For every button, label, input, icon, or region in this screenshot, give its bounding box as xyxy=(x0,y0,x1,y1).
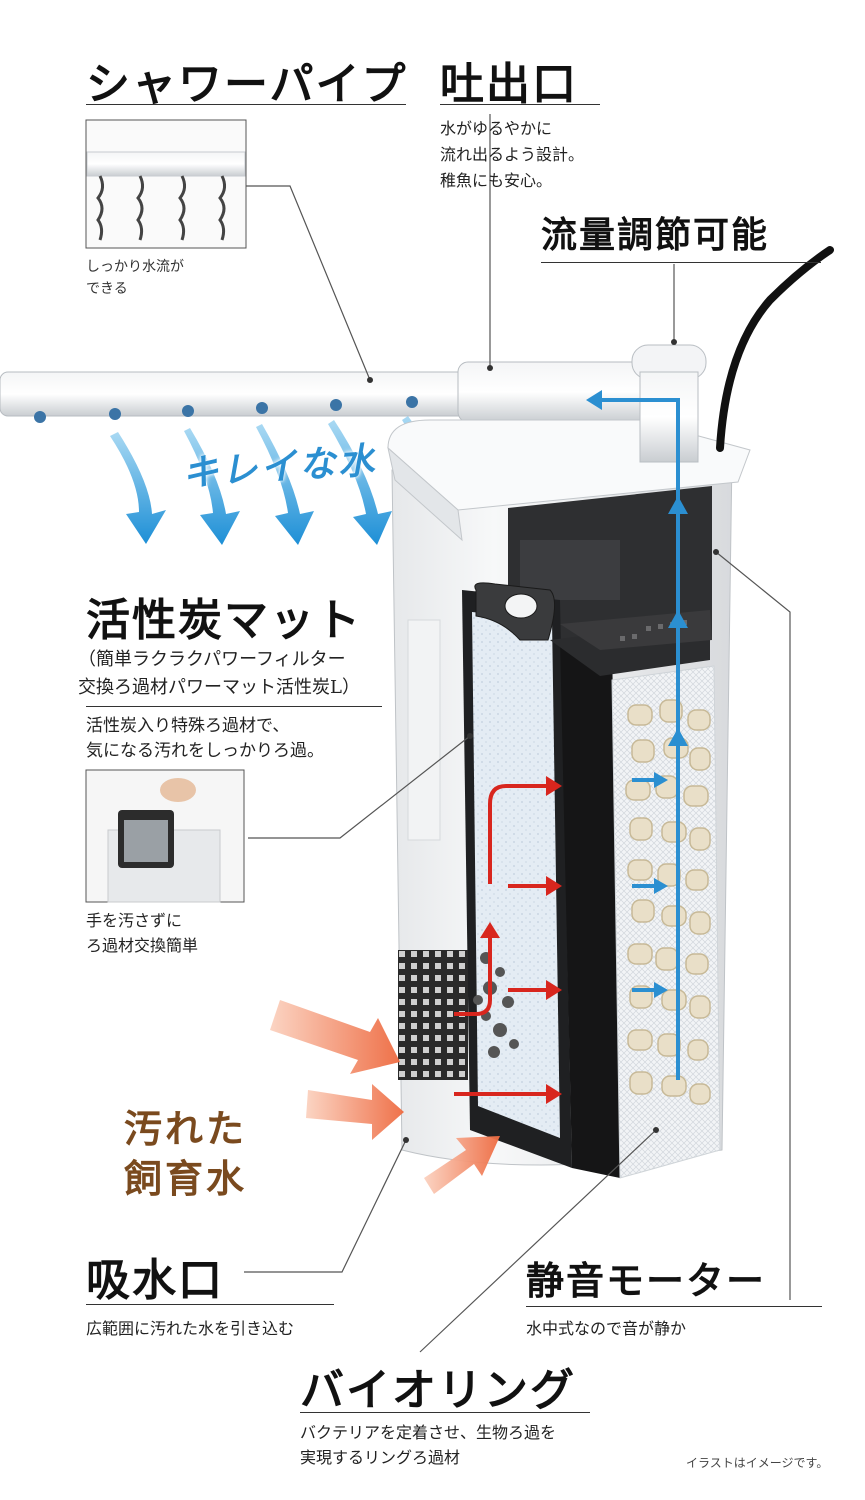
outlet-desc: 水がゆるやかに 流れ出るよう設計。 稚魚にも安心。 xyxy=(440,119,585,190)
water-stream-icons xyxy=(96,175,227,241)
shower-pipe xyxy=(0,371,471,417)
carbon-mat xyxy=(472,612,560,1138)
outlet-title: 吐出口 xyxy=(440,59,578,110)
shower-pipe-title: シャワーパイプ xyxy=(86,59,408,110)
outlet-underline xyxy=(440,104,600,105)
dirty-water-label: 汚れた 飼育水 xyxy=(124,1106,248,1201)
shower-pipe-caption: しっかり水流が できる xyxy=(86,259,184,297)
motor-desc: 水中式なので音が静か xyxy=(526,1319,687,1338)
intake-title: 吸水口 xyxy=(86,1255,224,1306)
intake-desc: 広範囲に汚れた水を引き込む xyxy=(86,1319,295,1338)
intake-arrows xyxy=(270,1000,500,1194)
motor-title: 静音モーター xyxy=(526,1258,767,1303)
motor-underline xyxy=(526,1306,822,1307)
bioring-title: バイオリング xyxy=(300,1365,576,1416)
bio-rings xyxy=(625,699,711,1105)
leader-lines xyxy=(244,114,791,1353)
carbon-mat-title: 活性炭マット xyxy=(86,595,362,646)
carbon-mat-subtitle: （簡単ラクラクパワーフィルター 交換ろ過材パワーマット活性炭L） xyxy=(78,649,360,698)
carbon-mat-caption: 手を汚さずに ろ過材交換簡単 xyxy=(86,911,199,955)
carbon-mat-desc: 活性炭入り特殊ろ過材で、 気になる汚れをしっかりろ過。 xyxy=(86,716,324,761)
intake-underline xyxy=(86,1304,334,1305)
carbon-mat-underline xyxy=(86,706,382,707)
shower-pipe-photo xyxy=(85,119,247,249)
flow-control-underline xyxy=(541,262,821,263)
shower-pipe-underline xyxy=(86,104,406,105)
shower-pipe-holes xyxy=(34,396,418,423)
bioring-underline xyxy=(300,1412,590,1413)
flow-control-title: 流量調節可能 xyxy=(541,214,770,256)
power-cord xyxy=(716,246,834,452)
bioring-desc: バクテリアを定着させ、生物ろ過を 実現するリングろ過材 xyxy=(300,1423,557,1467)
dirty-flow-path xyxy=(454,784,552,1096)
illustration-note: イラストはイメージです。 xyxy=(686,1456,829,1470)
